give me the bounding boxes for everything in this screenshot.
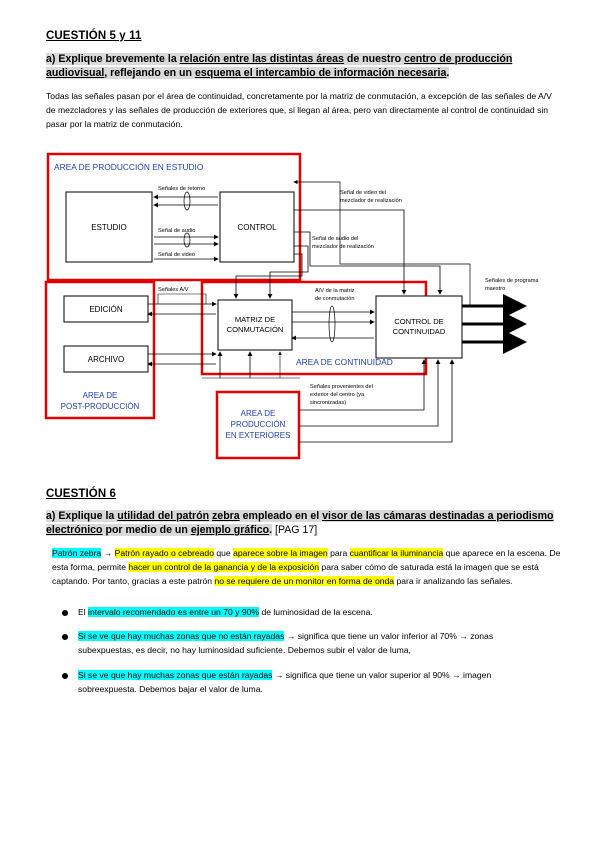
section-heading-cuestion-5-11: CUESTIÓN 5 y 11: [46, 30, 142, 42]
section-heading-cuestion-6: CUESTIÓN 6: [46, 488, 117, 500]
edicion-label: EDICIÓN: [89, 305, 123, 314]
video-mezclador-label-1: Señal de video del: [340, 190, 386, 196]
senal-video-label: Señal de video: [158, 252, 195, 258]
bullet-3: Si se ve que hay muchas zonas que están …: [78, 670, 492, 694]
bullet-dot-1: [62, 610, 68, 616]
bullet-1: El intervalo recomendado es entre un 70 …: [78, 607, 373, 617]
area-post-label-1: AREA DE: [83, 391, 118, 400]
area-estudio-frame: [46, 152, 302, 282]
archivo-box: [63, 345, 149, 373]
estudio-label: ESTUDIO: [91, 223, 127, 232]
audio-mezclador-label-1: Señal de audio del: [312, 236, 358, 242]
audio-mezclador-label-2: mezclador de realización: [312, 244, 374, 250]
area-post-label-2: POST-PRODUCCIÓN: [61, 402, 140, 411]
senales-programa-label-1: Señales de programa: [485, 278, 539, 284]
area-ext-label-3: EN EXTERIORES: [226, 431, 291, 440]
area-continuidad-label: AREA DE CONTINUIDAD: [296, 357, 393, 367]
bullet-dot-3: [62, 673, 68, 679]
area-estudio-label: AREA DE PRODUCCIÓN EN ESTUDIO: [54, 162, 204, 172]
av-matriz-label-2: de conmutación: [315, 296, 355, 302]
archivo-label: ARCHIVO: [88, 355, 124, 364]
matriz-box: [217, 299, 293, 351]
exteriores-label-1: Señales provenientes del: [310, 384, 373, 390]
estudio-box: [65, 191, 153, 263]
area-ext-label-1: AREA DE: [241, 409, 276, 418]
bullet-dot-2: [62, 634, 68, 640]
area-post-frame: [44, 280, 156, 420]
exteriores-label-2: exterior del centro (ya: [310, 392, 365, 398]
matriz-label-1: MATRIZ DE: [235, 315, 275, 324]
senales-av-label: Señales A/V: [158, 287, 189, 293]
video-mezclador-label-2: mezclador de realización: [340, 198, 402, 204]
edicion-box: [63, 295, 149, 323]
question-6: a) Explique la utilidad del patrón zebra…: [46, 510, 554, 536]
senales-programa-label-2: maestro: [485, 286, 505, 292]
control-label: CONTROL: [237, 223, 277, 232]
exteriores-label-3: sincronizadas): [310, 400, 346, 406]
zebra-paragraph: Patrón zebra → Patrón rayado o cebreado …: [52, 548, 561, 586]
area-exteriores-frame: [215, 390, 301, 460]
production-center-diagram: AREA DE PRODUCCIÓN EN ESTUDIO AREA DE CO…: [44, 152, 539, 460]
av-matriz-label-1: A/V de la matriz: [315, 288, 355, 294]
question-5-11: a) Explique brevemente la relación entre…: [46, 53, 513, 79]
senal-audio-label: Señal de audio: [158, 228, 195, 234]
area-ext-label-2: PRODUCCIÓN: [231, 420, 286, 429]
control-cont-label-1: CONTROL DE: [394, 317, 444, 326]
control-box: [219, 191, 295, 263]
senales-retorno-label: Señales de retorno: [158, 186, 205, 192]
bullet-2: Si se ve que hay muchas zonas que no est…: [78, 631, 494, 655]
answer-paragraph-continuity: Todas las señales pasan por el área de c…: [46, 91, 552, 129]
matriz-label-2: CONMUTACIÓN: [227, 325, 284, 334]
control-continuidad-box: [375, 295, 463, 359]
control-cont-label-2: CONTINUIDAD: [393, 327, 446, 336]
